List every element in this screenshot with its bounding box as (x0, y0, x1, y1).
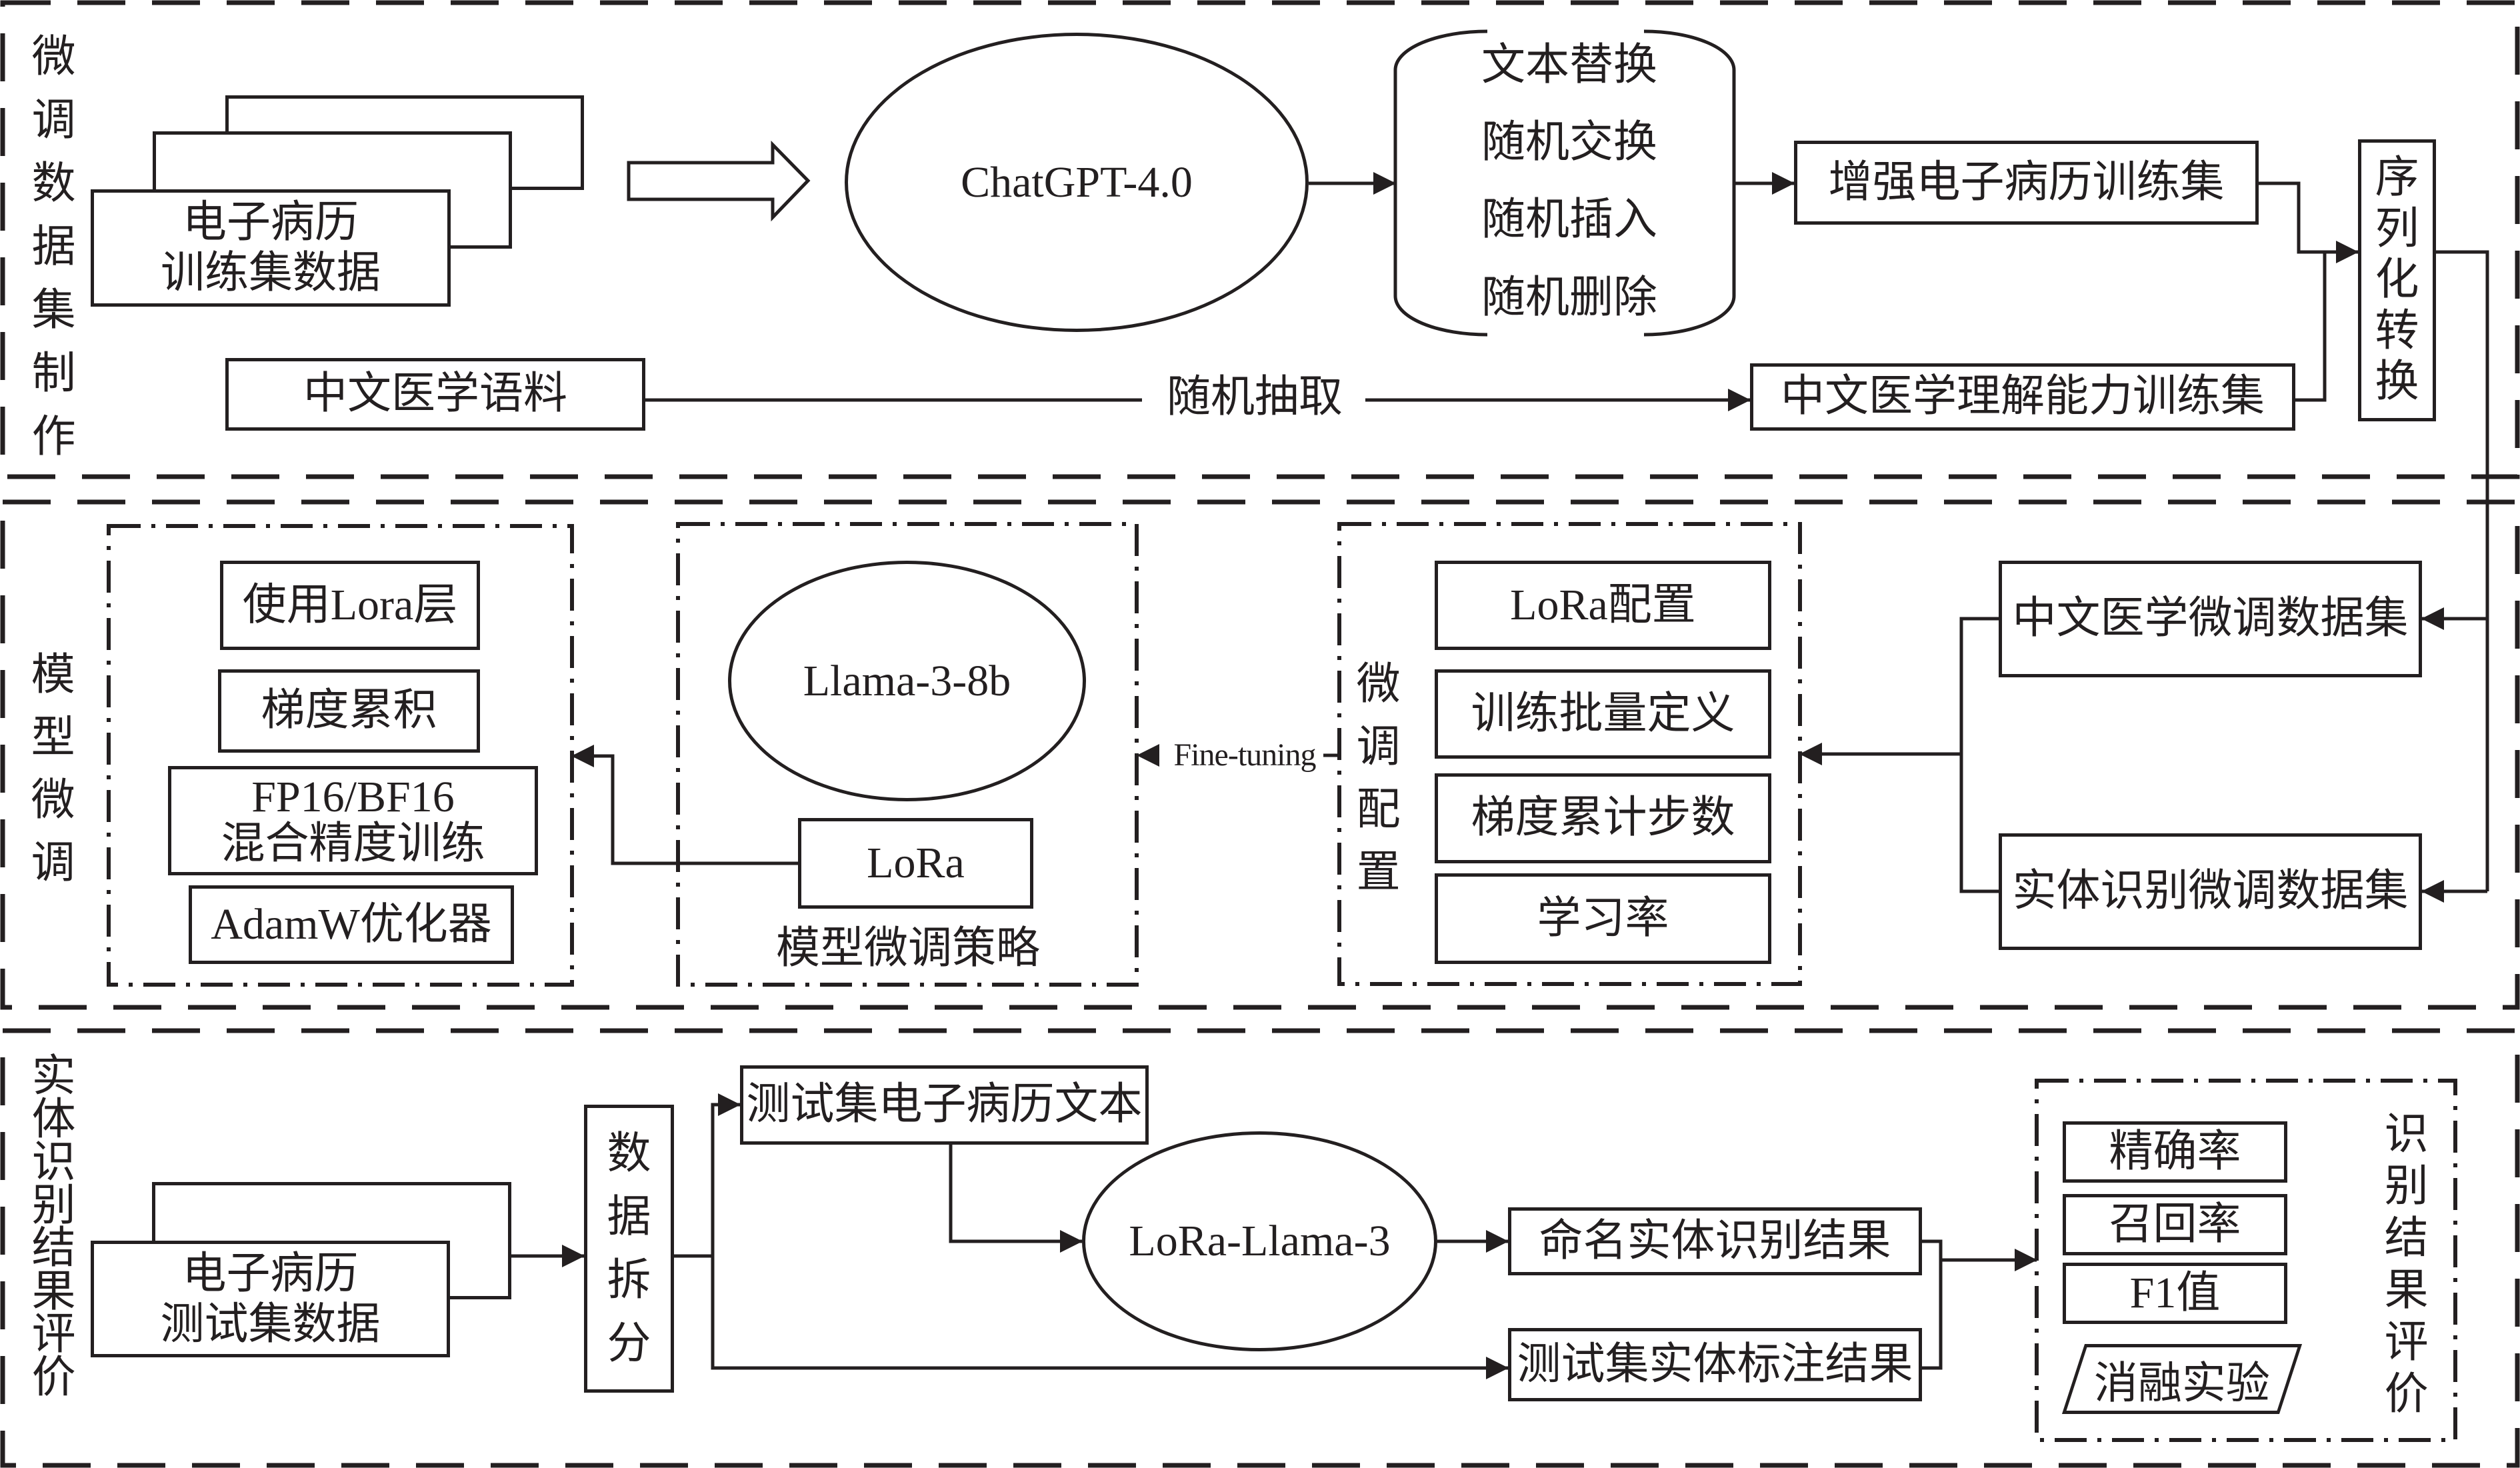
section-label-evaluation: 实体识别结果评价 (31, 1052, 76, 1402)
technique-adamw-box: AdamW优化器 (189, 885, 514, 964)
medical-finetune-dataset-label: 中文医学微调数据集 (2012, 594, 2409, 643)
augmentation-bracket-right (1643, 29, 1736, 337)
metric-recall-box: 召回率 (2063, 1194, 2287, 1255)
metric-recall-label: 召回率 (2109, 1199, 2241, 1249)
finetuning-arrowhead-icon (1137, 744, 1159, 767)
random-sampling-label: 随机抽取 (1167, 373, 1343, 421)
ner-finetune-dataset-box: 实体识别微调数据集 (1999, 833, 2422, 950)
connector-lora-to-techniques (571, 745, 798, 865)
config-grad-accum-steps-box: 梯度累计步数 (1435, 773, 1771, 863)
augmentation-method-random-insert: 随机插入 (1481, 195, 1657, 244)
test-annotations-box: 测试集实体标注结果 (1508, 1328, 1922, 1401)
connector-split-to-test-text (711, 1093, 741, 1256)
technique-gradient-accumulation-label: 梯度累积 (261, 686, 437, 735)
section-frame-evaluation (0, 1028, 2520, 1468)
chinese-medical-corpus-label: 中文医学语料 (303, 369, 567, 419)
connector-understanding-set-to-serialization (2295, 252, 2327, 402)
base-model-label: Llama-3-8b (803, 656, 1011, 705)
emr-test-data-line1: 电子病历 (182, 1249, 359, 1298)
metrics-group-label: 识别结果评价 (2384, 1110, 2429, 1419)
technique-mixed-precision-box: FP16/BF16 混合精度训练 (168, 766, 538, 875)
strategy-caption: 模型微调策略 (776, 924, 1040, 973)
technique-mixed-precision-line2: 混合精度训练 (221, 819, 485, 868)
data-split-label: 数据拆分 (607, 1129, 651, 1368)
emr-training-data-line2: 训练集数据 (161, 249, 381, 297)
finetuned-model-label: LoRa-Llama-3 (1129, 1217, 1391, 1265)
metric-f1-label: F1值 (2129, 1268, 2221, 1317)
augmentation-method-random-delete: 随机删除 (1481, 273, 1657, 322)
lora-adapter-box: LoRa (798, 818, 1033, 909)
chinese-medical-corpus-box: 中文医学语料 (225, 358, 645, 431)
lora-adapter-label: LoRa (867, 838, 965, 887)
technique-mixed-precision-line1: FP16/BF16 (251, 773, 455, 821)
connector-serialization-trunk (2436, 250, 2489, 891)
augmentation-bracket-left (1393, 29, 1488, 337)
connector-split-to-annotations (711, 1256, 1509, 1379)
ablation-experiment-box: 消融实验 (2061, 1344, 2303, 1414)
test-annotations-label: 测试集实体标注结果 (1517, 1339, 1913, 1389)
technique-gradient-accumulation-box: 梯度累积 (218, 669, 480, 753)
connector-test-text-to-model (949, 1145, 1083, 1253)
config-learning-rate-label: 学习率 (1537, 893, 1669, 943)
emr-test-data-line2: 测试集数据 (160, 1299, 381, 1349)
augmentation-method-text-replace: 文本替换 (1481, 41, 1657, 89)
group-finetuning-strategy (676, 522, 1139, 987)
config-lora-box: LoRa配置 (1435, 561, 1771, 650)
emr-test-data-box: 电子病历 测试集数据 (91, 1241, 450, 1357)
emr-training-data-line1: 电子病历 (183, 198, 359, 247)
augmentation-method-random-swap: 随机交换 (1481, 118, 1657, 167)
medical-finetune-dataset-box: 中文医学微调数据集 (1999, 561, 2422, 677)
chatgpt-node: ChatGPT-4.0 (845, 33, 1309, 332)
config-learning-rate-box: 学习率 (1435, 873, 1771, 964)
technique-adamw-label: AdamW优化器 (211, 899, 492, 949)
test-emr-text-label: 测试集电子病历文本 (746, 1080, 1143, 1129)
finetuned-model-node: LoRa-Llama-3 (1082, 1131, 1437, 1351)
augmented-emr-training-set-box: 增强电子病历训练集 (1794, 141, 2259, 225)
connector-enhanced-set-to-serialization (2259, 181, 2359, 263)
finetuning-label: Fine-tuning (1173, 737, 1317, 773)
serialization-box: 序列化转换 (2358, 139, 2436, 421)
config-grad-accum-steps-label: 梯度累计步数 (1471, 793, 1735, 843)
finetuning-config-label: 微调配置 (1356, 660, 1401, 897)
config-batch-size-label: 训练批量定义 (1471, 689, 1735, 738)
ner-results-label: 命名实体识别结果 (1539, 1216, 1891, 1265)
section-label-dataset-construction: 微调数据集制作 (31, 33, 76, 461)
medical-understanding-training-set-label: 中文医学理解能力训练集 (1781, 372, 2265, 421)
bracket-results (1922, 1239, 1943, 1370)
serialization-label: 序列化转换 (2375, 153, 2419, 407)
block-arrow-icon (627, 140, 811, 222)
config-batch-size-box: 训练批量定义 (1435, 669, 1771, 759)
emr-training-data-box: 电子病历 训练集数据 (91, 189, 451, 307)
section-label-model-finetuning: 模型微调 (31, 651, 75, 887)
metric-precision-box: 精确率 (2063, 1121, 2287, 1183)
ablation-experiment-label: 消融实验 (2094, 1359, 2270, 1408)
technique-lora-layer-label: 使用Lora层 (242, 580, 458, 629)
section-frame-model-finetuning (0, 499, 2520, 1010)
technique-lora-layer-box: 使用Lora层 (220, 561, 480, 650)
medical-understanding-training-set-box: 中文医学理解能力训练集 (1750, 363, 2295, 431)
metric-precision-label: 精确率 (2109, 1127, 2241, 1176)
config-lora-label: LoRa配置 (1510, 580, 1696, 629)
ner-finetune-dataset-label: 实体识别微调数据集 (2012, 867, 2409, 916)
data-split-box: 数据拆分 (584, 1105, 674, 1393)
chatgpt-label: ChatGPT-4.0 (961, 157, 1193, 207)
metric-f1-box: F1值 (2063, 1263, 2287, 1324)
ner-results-box: 命名实体识别结果 (1508, 1207, 1922, 1275)
test-emr-text-box: 测试集电子病历文本 (740, 1065, 1149, 1145)
augmented-emr-training-set-label: 增强电子病历训练集 (1828, 157, 2225, 207)
base-model-node: Llama-3-8b (728, 561, 1086, 801)
bracket-datasets (1959, 617, 1999, 893)
